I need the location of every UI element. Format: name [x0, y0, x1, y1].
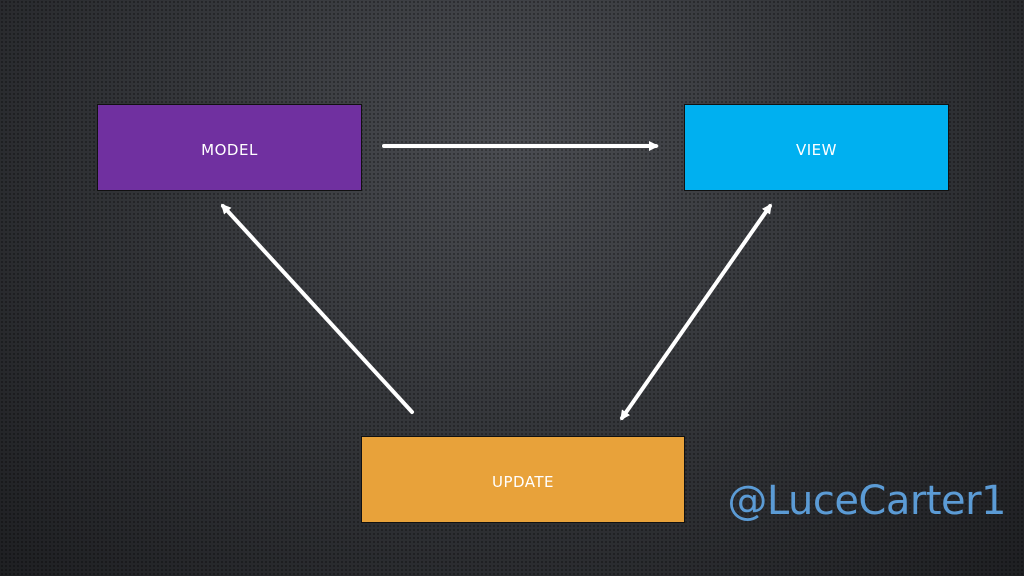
view-label: VIEW [796, 141, 837, 159]
update-node: UPDATE [361, 436, 685, 523]
model-node: MODEL [97, 104, 362, 191]
update-label: UPDATE [491, 473, 555, 491]
view-node: VIEW [684, 104, 949, 191]
arrow-view-update-bidirectional [620, 203, 772, 421]
model-label: MODEL [201, 141, 258, 159]
arrow-update-to-model [220, 203, 414, 414]
twitter-handle: @LuceCarter1 [727, 478, 1006, 524]
